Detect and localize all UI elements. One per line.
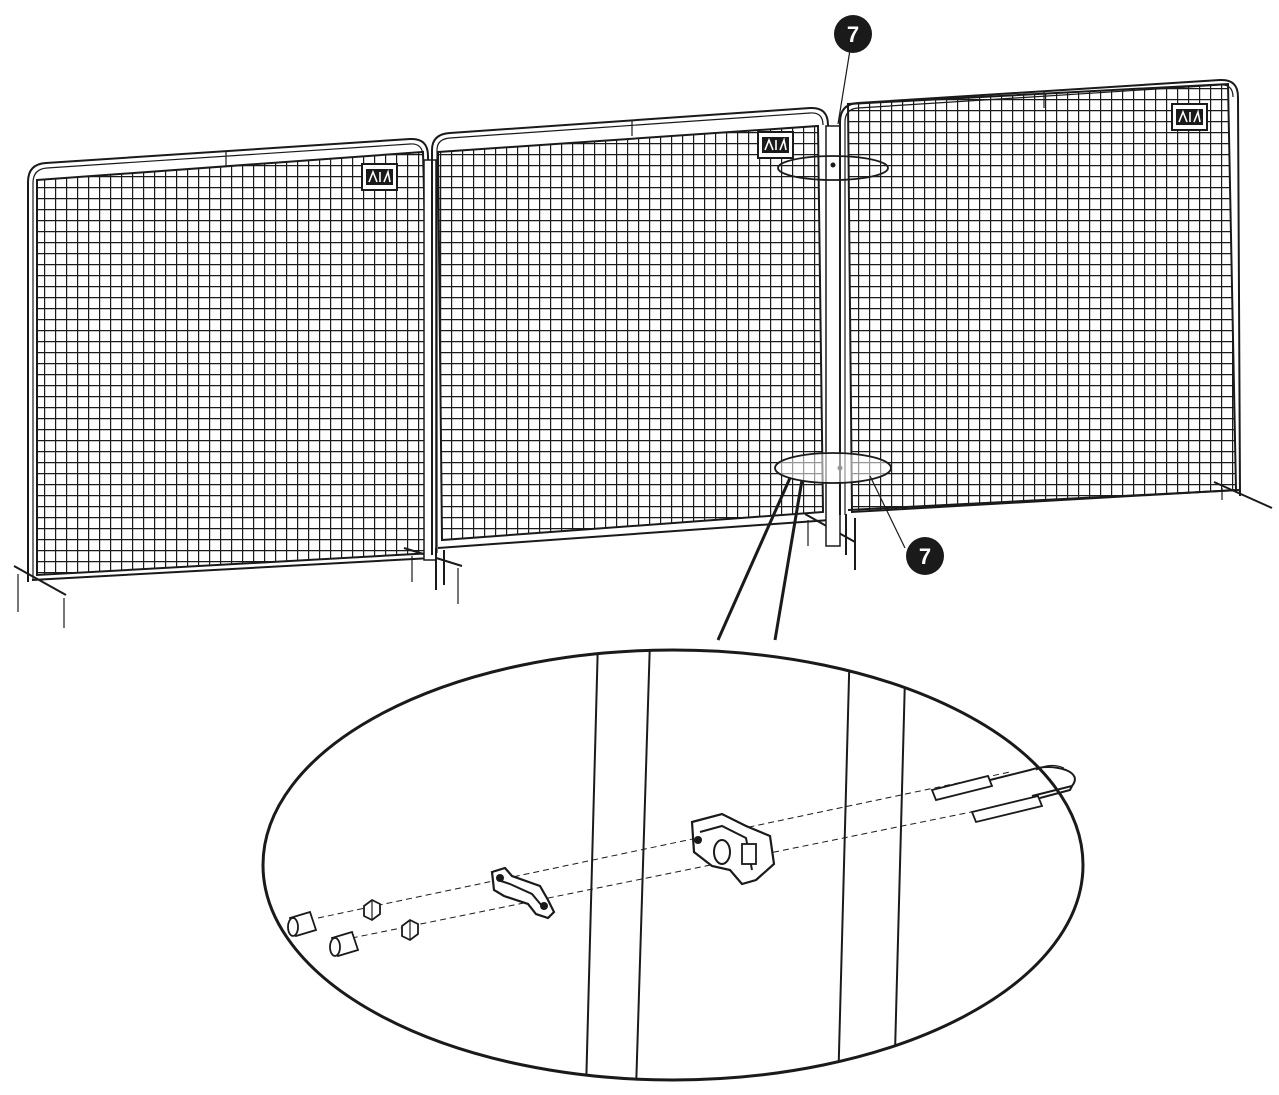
callout-label: 7 bbox=[847, 22, 859, 47]
net-panel-left bbox=[13, 137, 463, 628]
brand-logo-icon bbox=[1171, 103, 1208, 131]
callout-7-top: 7 bbox=[834, 15, 872, 53]
callout-7-bottom: 7 bbox=[906, 537, 944, 575]
nut-icon bbox=[401, 918, 419, 942]
top-joint-highlight bbox=[777, 155, 889, 181]
net-panel-middle bbox=[431, 106, 856, 555]
bottom-joint-highlight bbox=[774, 452, 892, 484]
bolt-icon bbox=[970, 785, 1073, 824]
bolt-icon bbox=[930, 764, 1076, 802]
callout-label: 7 bbox=[919, 544, 931, 569]
spacer-sleeve-icon bbox=[287, 910, 318, 938]
net-panel-right bbox=[839, 78, 1273, 515]
clamp-icon bbox=[690, 812, 776, 886]
brand-logo-icon bbox=[757, 131, 794, 159]
nut-icon bbox=[363, 898, 381, 922]
brand-logo-icon bbox=[361, 163, 398, 191]
bracket-icon bbox=[490, 866, 556, 920]
detail-magnified-view bbox=[261, 648, 1085, 1082]
spacer-sleeve-icon bbox=[329, 930, 360, 958]
